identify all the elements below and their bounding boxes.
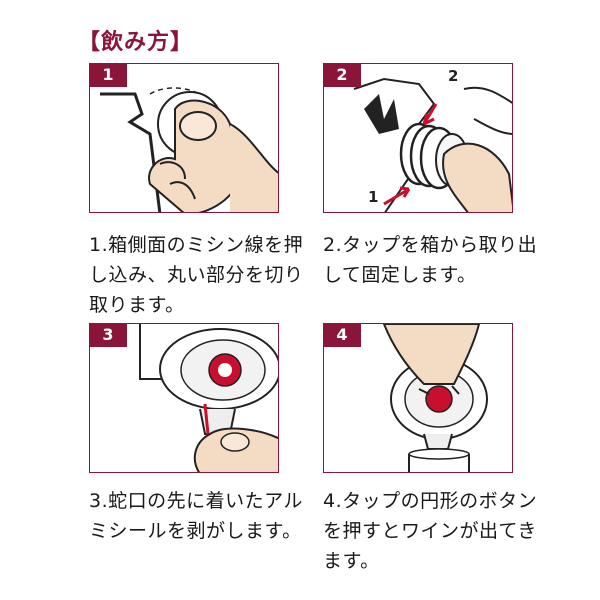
instructions-title: 【飲み方】 [78,30,194,55]
press-button-pour-wine-icon [382,324,488,472]
step-3-badge: 3 [89,323,127,347]
step-2-badge: 2 [323,63,361,87]
hand-pressing-box-icon [100,87,278,212]
step-4-caption: 4.タップの円形のボタンを押すとワインが出てきます。 [323,490,538,572]
step-4-panel [323,323,513,473]
step-3-caption: 3.蛇口の先に着いたアルミシールを剥がします。 [89,490,303,542]
step-2-arrow-label-b: 2 [448,67,459,85]
step-1-caption: 1.箱側面のミシン線を押し込み、丸い部分を切り取ります。 [89,234,304,316]
step-2-panel: 1 2 [323,63,513,213]
step-1-badge: 1 [89,63,127,87]
step-2-illustration: 1 2 2 [323,63,513,213]
step-3-panel [89,323,279,473]
step-2-caption: 2.タップを箱から取り出して固定します。 [323,234,538,286]
peel-seal-icon [139,324,278,472]
step-2-arrow-label-a: 1 [368,188,379,206]
step-4-badge: 4 [323,323,361,347]
step-4-illustration: 4 [323,323,513,473]
step-1-panel [89,63,279,213]
step-1-illustration: 1 [89,63,279,213]
step-3-illustration: 3 [89,323,279,473]
tap-removal-icon [353,77,512,212]
